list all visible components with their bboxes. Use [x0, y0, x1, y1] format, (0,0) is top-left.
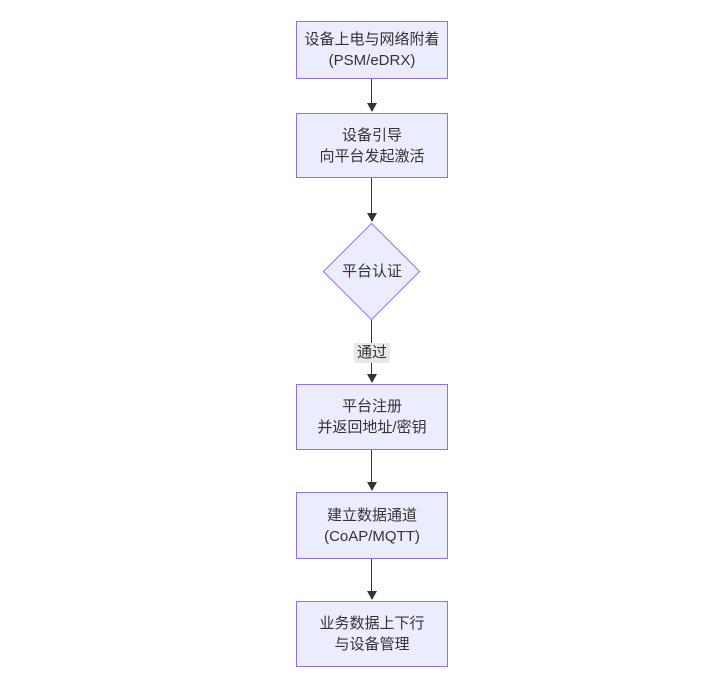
- node-label-line: 向平台发起激活: [319, 147, 425, 165]
- node-label-line: 建立数据通道: [326, 506, 417, 524]
- arrowhead-down-icon: [367, 374, 377, 383]
- edge-line: [371, 79, 372, 104]
- node-label-line: 设备上电与网络附着: [304, 31, 440, 48]
- node-label-line: 设备引导: [341, 126, 402, 144]
- flowchart-node-register: 平台注册 并返回地址/密钥: [296, 384, 448, 450]
- flowchart-node-bootstrap: 设备引导 向平台发起激活: [296, 113, 448, 178]
- flowchart-node-data-channel: 建立数据通道 (CoAP/MQTT): [296, 492, 448, 559]
- flowchart-node-business: 业务数据上下行 与设备管理: [296, 601, 448, 667]
- flowchart-node-power-attach: 设备上电与网络附着 (PSM/eDRX): [296, 21, 448, 79]
- decision-label: 平台认证: [341, 263, 402, 280]
- edge-line: [371, 450, 372, 483]
- node-label-line: (CoAP/MQTT): [324, 527, 420, 545]
- edge-label-pass: 通过: [353, 343, 391, 363]
- node-label-line: 与设备管理: [334, 636, 410, 653]
- edge-line: [371, 559, 372, 592]
- arrowhead-down-icon: [367, 591, 377, 600]
- arrowhead-down-icon: [367, 482, 377, 491]
- arrowhead-down-icon: [367, 103, 377, 112]
- node-label-line: 平台注册: [341, 398, 402, 415]
- node-label-line: 并返回地址/密钥: [317, 419, 427, 436]
- arrowhead-down-icon: [367, 213, 377, 222]
- edge-line: [371, 178, 372, 214]
- node-label-line: (PSM/eDRX): [328, 52, 416, 69]
- node-label-line: 业务数据上下行: [319, 615, 425, 632]
